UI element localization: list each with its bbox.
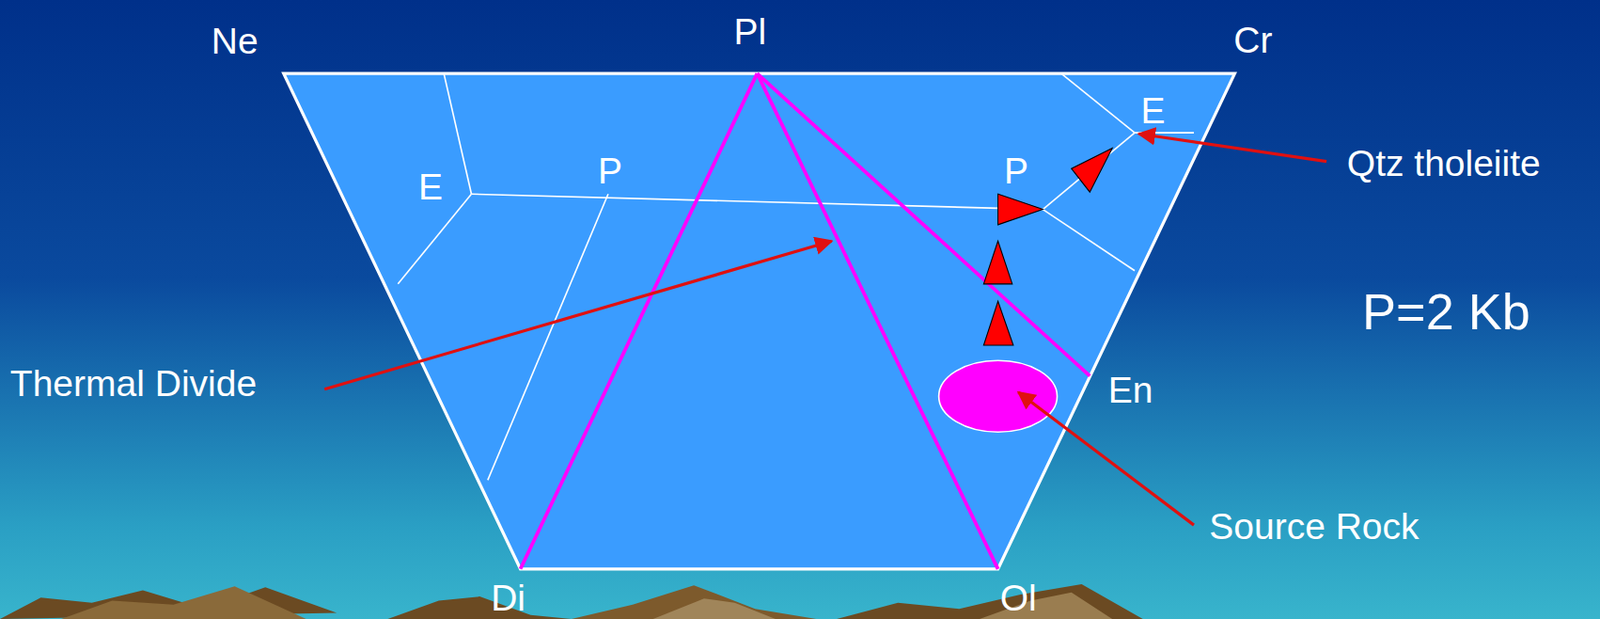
trapezoid-field <box>283 73 1236 569</box>
liquid-path-arrows <box>983 147 1113 346</box>
leader-arrows <box>324 133 1327 525</box>
source-ellipse <box>939 360 1058 432</box>
mountains <box>0 583 1144 619</box>
callout-label: Qtz tholeiite <box>1347 144 1541 182</box>
vertex-label: Pl <box>733 13 767 50</box>
pressure-note: P=2 Kb <box>1362 285 1531 337</box>
callout-label: Source Rock <box>1208 507 1419 545</box>
vertex-label: Ol <box>1000 579 1037 616</box>
vertex-label: Cr <box>1233 21 1272 59</box>
callout-label: Thermal Divide <box>10 364 257 402</box>
phase-boundaries <box>397 73 1194 480</box>
eutectic-label: E <box>1141 92 1166 129</box>
vertex-label: Di <box>490 579 526 616</box>
peritectic-label: P <box>597 152 623 189</box>
eutectic-label: E <box>418 168 443 205</box>
vertex-label: Ne <box>211 22 259 60</box>
peritectic-label: P <box>1003 152 1029 189</box>
vertex-label: En <box>1108 371 1154 408</box>
thermal-divide-lines <box>520 73 1091 569</box>
